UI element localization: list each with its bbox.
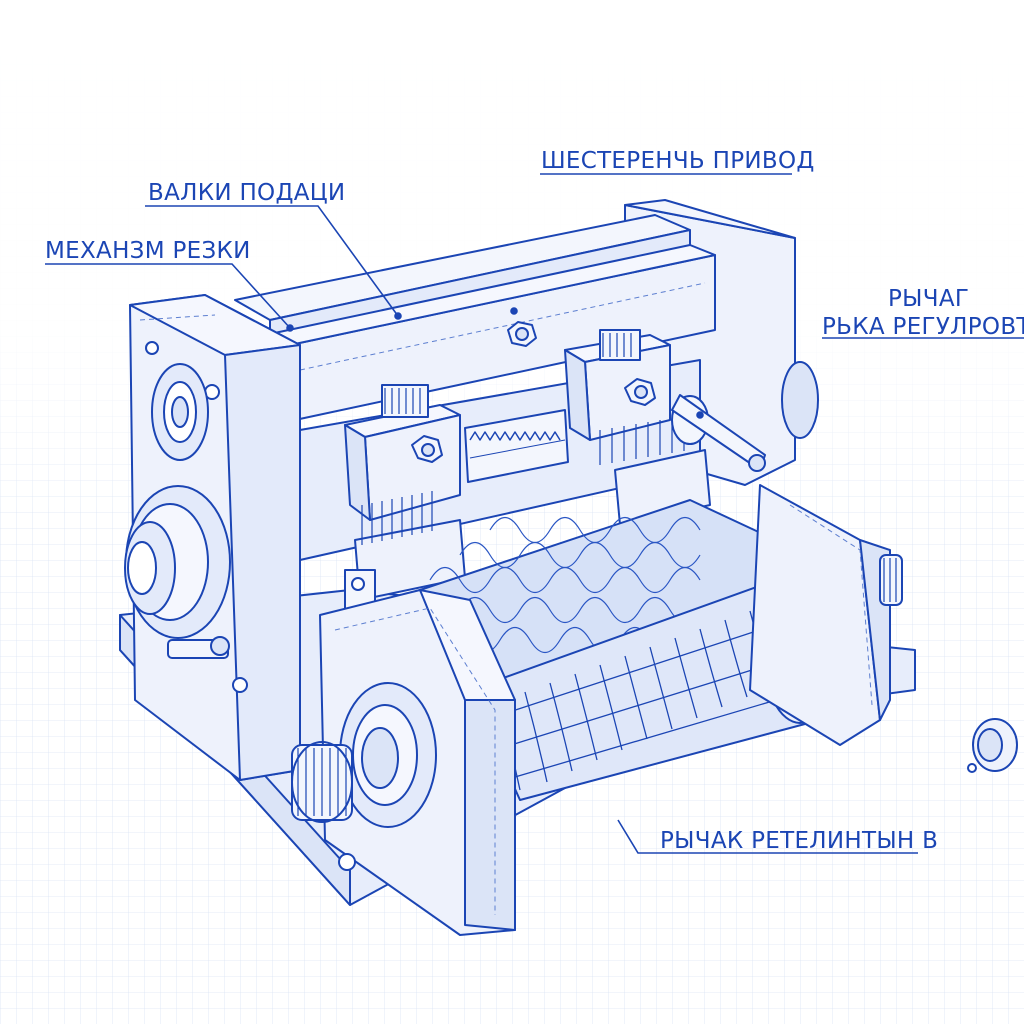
label-retention-lever: РЫЧАК РЕТЕЛИНТЫН В (660, 828, 938, 854)
beam-bolt (507, 321, 537, 347)
right-front-bracket (749, 484, 903, 746)
leader-cutting (45, 263, 291, 329)
labels: МЕХАНЗМ РЕЗКИ ВАЛКИ ПОДАЦИ ШЕСТЕРЕНЧЬ ПР… (45, 148, 1024, 854)
label-lever-line2: РЬКА РЕГУЛРОВТИ (822, 314, 1024, 340)
spline-shaft (291, 741, 353, 823)
left-carriage (344, 384, 466, 616)
gear-rack (464, 409, 569, 483)
leader-retention (617, 819, 918, 854)
leader-lines (45, 173, 1024, 854)
label-cutting-mechanism: МЕХАНЗМ РЕЗКИ (45, 238, 251, 264)
stray-bearing (967, 718, 1018, 773)
right-carriage (564, 329, 711, 526)
left-lever-pin (167, 636, 230, 659)
label-lever-line1: РЫЧАГ (888, 286, 969, 312)
adjustment-lever (671, 394, 766, 472)
machine (119, 199, 1018, 936)
left-drive-bearing (124, 485, 231, 639)
leader-feed-rollers (145, 205, 399, 317)
upper-left-bearing (151, 363, 209, 461)
label-gear-drive: ШЕСТЕРЕНЧЬ ПРИВОД (541, 148, 815, 174)
right-bearing (781, 361, 819, 439)
label-feed-rollers: ВАЛКИ ПОДАЦИ (148, 180, 345, 206)
front-left-bracket (319, 589, 516, 936)
